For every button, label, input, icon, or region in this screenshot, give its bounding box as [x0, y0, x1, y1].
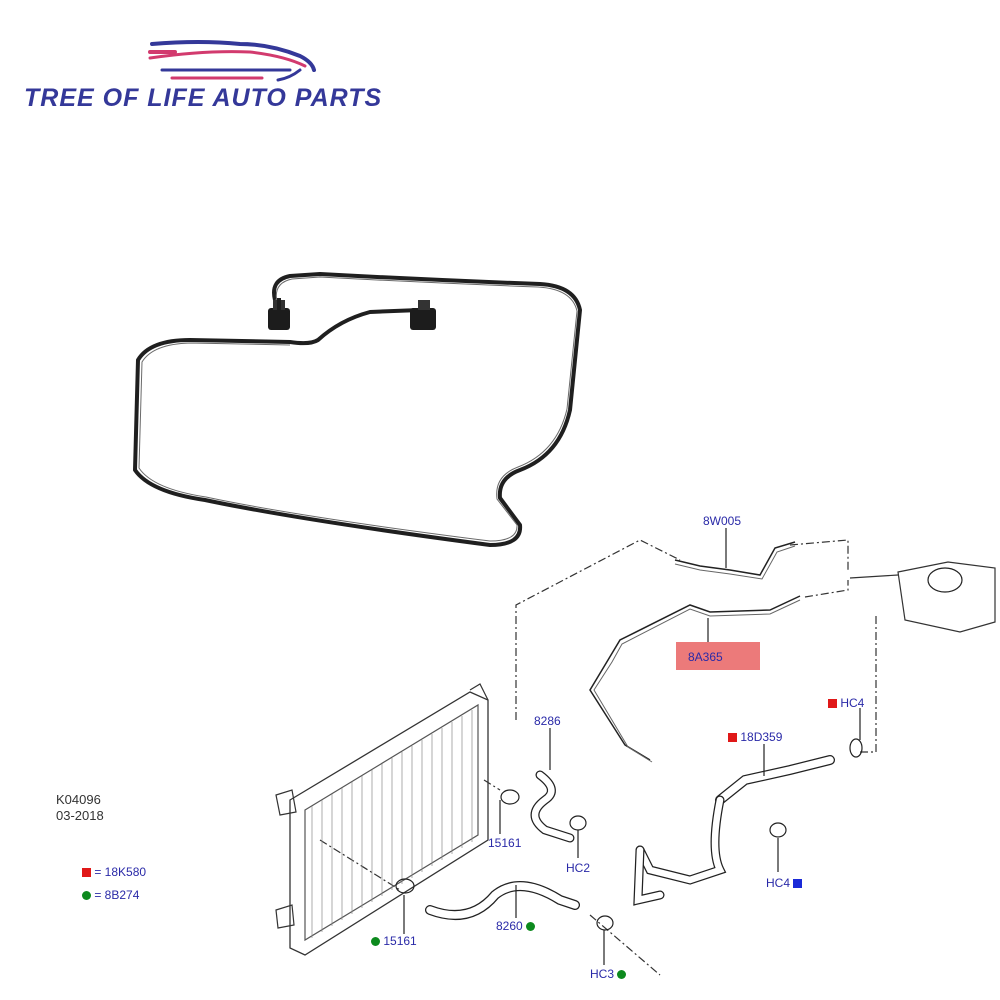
- brand-name: TREE OF LIFE AUTO PARTS: [24, 84, 383, 112]
- label-8260: 8260: [496, 919, 536, 933]
- legend-green-text: = 8B274: [94, 888, 140, 902]
- label-hc3: HC3: [590, 967, 627, 981]
- label-hc3-text: HC3: [590, 967, 615, 981]
- legend-item-red: = 18K580: [82, 865, 146, 879]
- label-8a365: 8A365: [688, 650, 723, 664]
- red-square-marker: [728, 733, 737, 742]
- green-circle-marker: [617, 970, 627, 979]
- green-circle-marker: [82, 891, 91, 900]
- label-8260-text: 8260: [496, 919, 523, 933]
- red-square-marker: [828, 699, 837, 708]
- green-circle-marker: [371, 937, 380, 946]
- label-18d359-text: 18D359: [740, 730, 783, 744]
- label-15161-bottom: 15161: [371, 934, 417, 948]
- diagram-date: 03-2018: [56, 808, 104, 823]
- label-15161-top: 15161: [488, 836, 522, 850]
- label-hc4-bottom-text: HC4: [766, 876, 791, 890]
- label-hc4-bottom: HC4: [766, 876, 803, 890]
- label-8w005: 8W005: [703, 514, 742, 528]
- diagram-code: K04096: [56, 792, 101, 807]
- label-15161-bottom-text: 15161: [383, 934, 417, 948]
- label-hc2: HC2: [566, 861, 591, 875]
- legend-red-text: = 18K580: [94, 865, 147, 879]
- label-8286: 8286: [534, 714, 561, 728]
- highlighted-part-box: [676, 642, 760, 670]
- label-hc4-top-text: HC4: [840, 696, 865, 710]
- blue-square-marker: [793, 879, 803, 888]
- red-square-marker: [82, 868, 91, 877]
- label-hc4-top: HC4: [828, 696, 864, 710]
- label-18d359: 18D359: [728, 730, 782, 744]
- green-circle-marker: [526, 922, 536, 931]
- legend-item-green: = 8B274: [82, 888, 139, 902]
